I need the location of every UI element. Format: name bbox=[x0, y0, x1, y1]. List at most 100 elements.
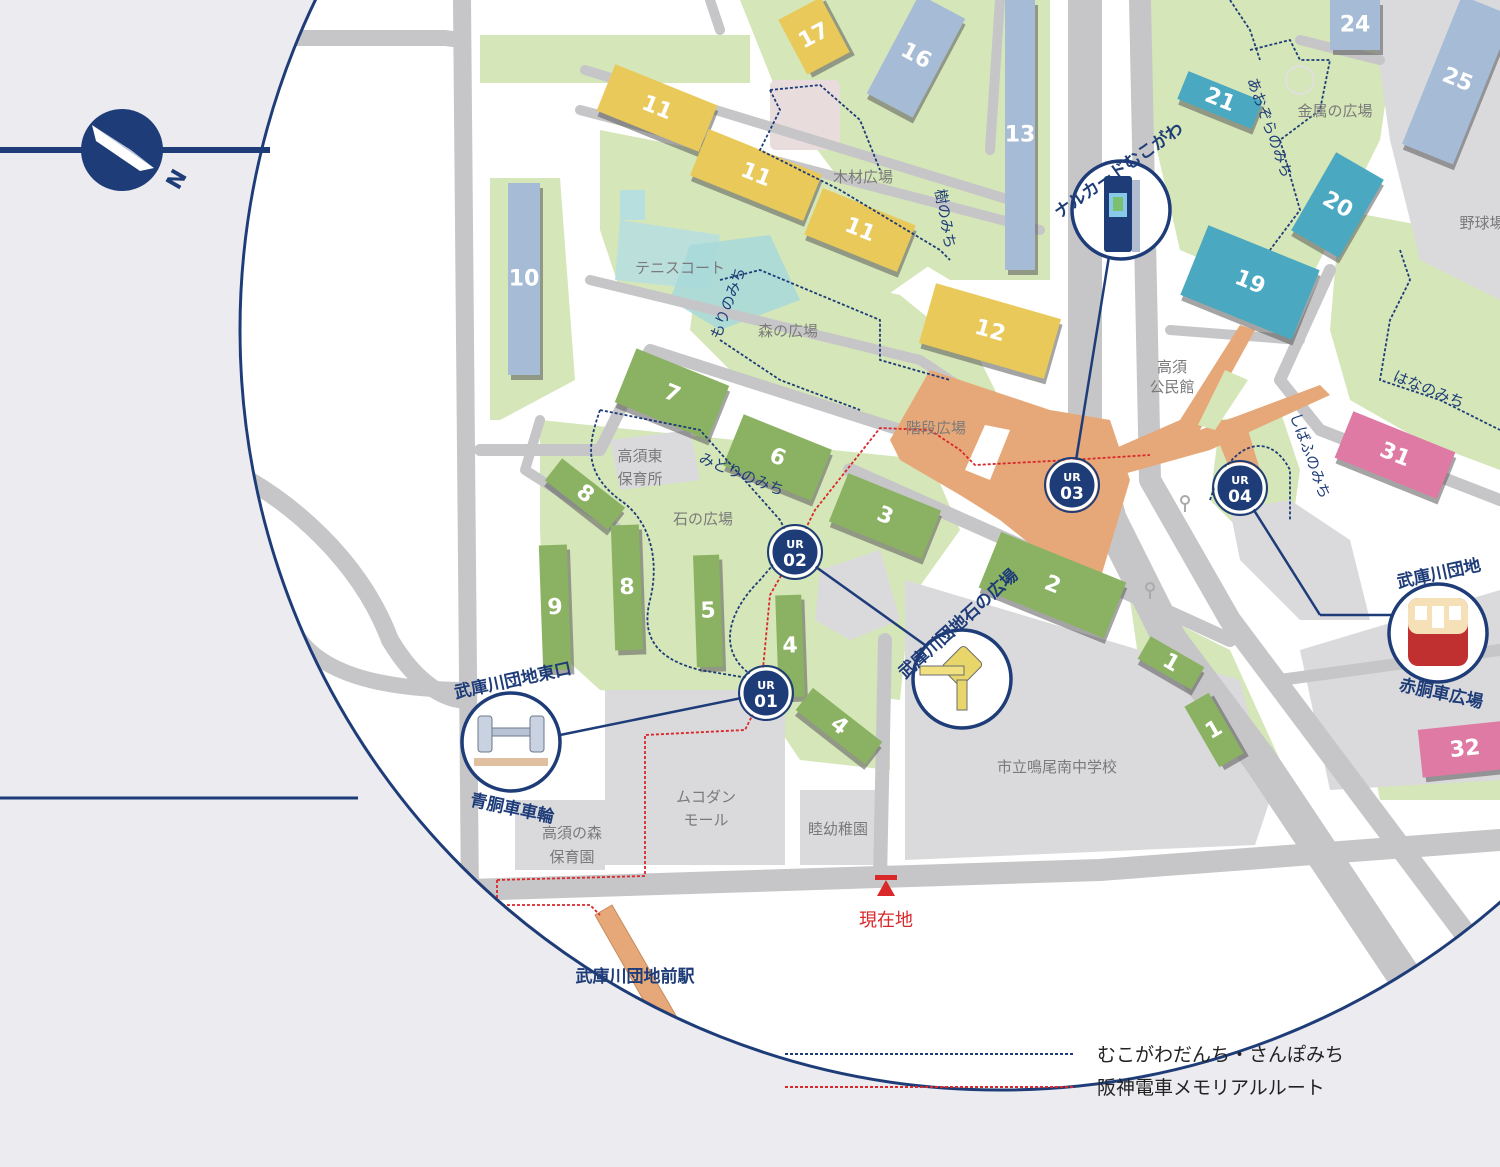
label-nursery-east-2: 保育所 bbox=[617, 470, 662, 488]
label-takasu-hall-1: 高須 bbox=[1157, 358, 1187, 376]
baseball-diamond-icon bbox=[1285, 65, 1315, 95]
building-1: 1 bbox=[1184, 692, 1249, 771]
building-block bbox=[1184, 692, 1244, 768]
building-11: 11 bbox=[804, 188, 917, 278]
label-current-location: 現在地 bbox=[859, 910, 913, 931]
building-block bbox=[1177, 71, 1263, 129]
marker-ur-label: UR bbox=[757, 679, 775, 692]
building-5: 5 bbox=[693, 554, 727, 673]
building-block bbox=[1137, 636, 1205, 690]
label-forest-nursery-2: 保育園 bbox=[549, 848, 594, 866]
label-nursery-east-1: 高須東 bbox=[617, 447, 662, 465]
building-block bbox=[1334, 411, 1456, 499]
building-block bbox=[610, 524, 644, 651]
building-20: 20 bbox=[1291, 152, 1384, 264]
plaza-green bbox=[1198, 370, 1248, 430]
building-1: 1 bbox=[1137, 636, 1205, 696]
building-16: 16 bbox=[866, 0, 966, 124]
building-7: 7 bbox=[614, 348, 731, 446]
label-tennis-court: テニスコート bbox=[635, 259, 725, 277]
building-block bbox=[723, 414, 832, 501]
building-number: 13 bbox=[1005, 123, 1036, 148]
legend: むこがわだんち・さんぽみち 阪神電車メモリアルルート bbox=[785, 1044, 1344, 1099]
label-kindergarten: 睦幼稚園 bbox=[808, 820, 868, 838]
building-9: 9 bbox=[538, 544, 575, 676]
restroom-icons bbox=[1145, 495, 1190, 599]
building-number: 5 bbox=[700, 598, 716, 624]
building-2: 2 bbox=[978, 531, 1128, 644]
legend-label-sanpo: むこがわだんち・さんぽみち bbox=[1097, 1044, 1344, 1066]
marker-number: 02 bbox=[783, 551, 807, 571]
building-block bbox=[1330, 0, 1380, 50]
label-forest-nursery-1: 高須の森 bbox=[542, 824, 602, 842]
building-block bbox=[614, 348, 730, 440]
label-kaidan-plaza: 階段広場 bbox=[906, 419, 966, 437]
building-13: 13 bbox=[1005, 0, 1038, 275]
label-ishi-plaza: 石の広場 bbox=[673, 510, 733, 528]
marker-number: 03 bbox=[1060, 484, 1084, 504]
building-block bbox=[1180, 225, 1320, 340]
building-block bbox=[596, 64, 718, 152]
building-8: 8 bbox=[544, 458, 626, 536]
marker-number: 04 bbox=[1228, 487, 1252, 507]
building-24: 24 bbox=[1330, 0, 1383, 55]
map-circle-border bbox=[238, 0, 1500, 1092]
building-block bbox=[690, 128, 822, 222]
building-10: 10 bbox=[508, 183, 543, 380]
legend-label-memorial: 阪神電車メモリアルルート bbox=[1097, 1077, 1325, 1099]
building-block bbox=[693, 554, 723, 668]
building-number: 9 bbox=[547, 595, 563, 621]
marker-ur-label: UR bbox=[786, 538, 804, 551]
building-19: 19 bbox=[1180, 225, 1321, 346]
label-baseball: 野球場 bbox=[1459, 214, 1500, 232]
building-block bbox=[866, 0, 966, 118]
building-number: 24 bbox=[1340, 13, 1371, 38]
building-32: 32 bbox=[1417, 720, 1500, 783]
building-block bbox=[1402, 0, 1500, 165]
building-11: 11 bbox=[596, 64, 719, 158]
building-number: 8 bbox=[619, 575, 635, 601]
building-number: 32 bbox=[1448, 735, 1481, 763]
building-block bbox=[778, 0, 850, 75]
building-block bbox=[1005, 0, 1035, 270]
label-mall-2: モール bbox=[683, 811, 728, 829]
building-block bbox=[544, 458, 626, 530]
poi-ur04-train-car[interactable] bbox=[1387, 582, 1489, 684]
marker-number: 01 bbox=[754, 692, 778, 712]
building-block bbox=[804, 188, 916, 272]
memorial-route bbox=[496, 427, 1151, 916]
building-3: 3 bbox=[828, 473, 943, 565]
poi-ur03-card-machine[interactable] bbox=[1070, 159, 1172, 261]
building-21: 21 bbox=[1177, 71, 1264, 135]
building-block bbox=[978, 531, 1127, 639]
poi-ur02-crossing[interactable] bbox=[911, 628, 1013, 730]
building-17: 17 bbox=[778, 0, 855, 78]
building-block bbox=[1291, 152, 1384, 258]
plaza-stairs bbox=[965, 425, 1010, 480]
building-6: 6 bbox=[723, 414, 833, 507]
building-block bbox=[508, 183, 540, 375]
building-11: 11 bbox=[690, 128, 823, 227]
label-school: 市立鳴尾南中学校 bbox=[997, 758, 1117, 776]
poi-ur01-wheel[interactable] bbox=[460, 691, 562, 793]
label-mori-plaza: 森の広場 bbox=[758, 322, 818, 340]
building-25: 25 bbox=[1402, 0, 1500, 171]
marker-ur-label: UR bbox=[1063, 471, 1081, 484]
label-mokuzai-plaza: 木材広場 bbox=[833, 168, 893, 186]
building-number: 4 bbox=[782, 633, 798, 659]
building-block bbox=[918, 283, 1062, 379]
building-8: 8 bbox=[610, 524, 647, 656]
building-number: 10 bbox=[509, 267, 540, 292]
building-31: 31 bbox=[1334, 411, 1457, 505]
marker-ur-label: UR bbox=[1231, 474, 1249, 487]
current-location-marker: 現在地 bbox=[859, 875, 913, 931]
building-4: 4 bbox=[794, 687, 883, 770]
